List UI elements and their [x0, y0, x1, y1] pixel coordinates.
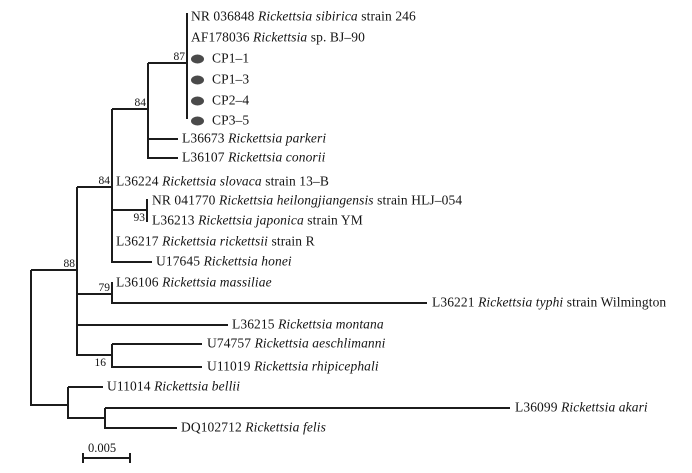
tree-branch-horizontal: [77, 186, 113, 188]
tree-branch-horizontal: [31, 269, 78, 271]
taxon-label: CP1–3: [212, 71, 250, 87]
tree-branch-horizontal: [112, 261, 152, 263]
taxon-label: L36099 Rickettsia akari: [515, 399, 648, 415]
taxon-label: U74757 Rickettsia aeschlimanni: [207, 335, 386, 351]
bootstrap-value: 93: [133, 212, 146, 224]
taxon-label: L36217 Rickettsia rickettsii strain R: [116, 233, 315, 249]
tree-branch-horizontal: [105, 427, 177, 429]
tree-branch-horizontal: [112, 108, 149, 110]
tree-branch-vertical: [30, 270, 32, 406]
sample-dot-icon: [191, 116, 204, 126]
taxon-label: U11019 Rickettsia rhipicephali: [207, 358, 379, 374]
taxon-label: NR 041770 Rickettsia heilongjiangensis s…: [152, 192, 463, 208]
scale-bar-label: 0.005: [88, 441, 117, 455]
tree-branch-vertical: [146, 199, 148, 222]
tree-branch-horizontal: [148, 62, 188, 64]
tree-branch-vertical: [104, 408, 106, 429]
taxon-label: L36106 Rickettsia massiliae: [116, 274, 272, 290]
tree-branch-horizontal: [77, 354, 113, 356]
scale-bar-right-tick: [129, 453, 131, 463]
bootstrap-value: 87: [173, 51, 186, 63]
tree-branch-vertical: [186, 13, 188, 119]
bootstrap-value: 16: [94, 357, 107, 369]
taxon-label: AF178036 Rickettsia sp. BJ–90: [191, 29, 365, 45]
taxon-label: NR 036848 Rickettsia sibirica strain 246: [191, 8, 416, 24]
taxon-label: DQ102712 Rickettsia felis: [181, 419, 326, 435]
tree-branch-horizontal: [105, 407, 510, 409]
tree-branch-vertical: [76, 187, 78, 356]
bootstrap-value: 79: [98, 282, 111, 294]
bootstrap-value: 84: [134, 97, 147, 109]
taxon-label: L36221 Rickettsia typhi strain Wilmingto…: [432, 294, 667, 310]
tree-branch-horizontal: [112, 302, 427, 304]
tree-branch-vertical: [111, 282, 113, 304]
taxon-label: U17645 Rickettsia honei: [156, 253, 292, 269]
scale-bar-left-tick: [82, 453, 84, 463]
tree-branch-vertical: [67, 387, 69, 419]
bootstrap-value: 84: [98, 175, 111, 187]
tree-branch-horizontal: [31, 404, 69, 406]
sample-dot-icon: [191, 96, 204, 106]
tree-branch-horizontal: [68, 386, 103, 388]
taxon-label: L36224 Rickettsia slovaca strain 13–B: [116, 173, 329, 189]
tree-branch-horizontal: [148, 157, 178, 159]
taxon-label: U11014 Rickettsia bellii: [107, 378, 241, 394]
sample-dot-icon: [191, 54, 204, 64]
taxon-label: L36215 Rickettsia montana: [232, 316, 384, 332]
sample-dot-icon: [191, 75, 204, 85]
tree-branch-vertical: [111, 344, 113, 368]
bootstrap-value: 88: [63, 258, 76, 270]
tree-branch-horizontal: [77, 293, 113, 295]
tree-branch-horizontal: [68, 417, 106, 419]
scale-bar-line: [82, 457, 131, 459]
tree-branch-vertical: [147, 63, 149, 159]
taxon-label: CP3–5: [212, 112, 250, 128]
taxon-label: L36213 Rickettsia japonica strain YM: [152, 212, 363, 228]
taxon-label: CP1–1: [212, 50, 250, 66]
taxon-label: L36107 Rickettsia conorii: [182, 149, 326, 165]
tree-branch-horizontal: [148, 138, 178, 140]
tree-branch-horizontal: [112, 209, 148, 211]
tree-branch-horizontal: [77, 324, 228, 326]
taxon-label: L36673 Rickettsia parkeri: [182, 130, 327, 146]
taxon-label: CP2–4: [212, 92, 250, 108]
tree-branch-horizontal: [112, 343, 202, 345]
tree-branch-vertical: [111, 109, 113, 263]
tree-branch-horizontal: [112, 366, 202, 368]
